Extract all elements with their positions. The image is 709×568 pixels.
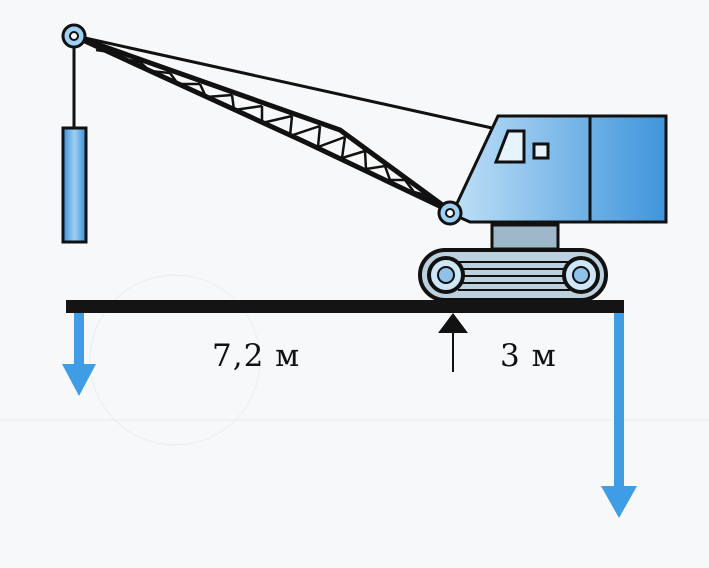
arrow-up-icon: [438, 313, 468, 372]
boom-foot-pin: [437, 200, 463, 226]
cab-window: [493, 129, 526, 164]
turntable: [490, 223, 560, 251]
lattice-boom: [72, 33, 454, 215]
background-texture: [0, 274, 709, 446]
crane-cab: [449, 114, 668, 224]
arrow-down-icon: [601, 313, 637, 518]
crawler-track: [418, 248, 608, 302]
arrow-down-icon: [62, 313, 96, 396]
hanging-load: [61, 126, 88, 244]
lever-beam: [66, 300, 624, 313]
cab-small-window: [532, 142, 550, 160]
right-arm-length-label: 3 м: [500, 338, 557, 374]
boom-tip-pulley: [61, 23, 87, 49]
left-arm-length-label: 7,2 м: [212, 338, 301, 374]
boom-pendant-cable: [75, 34, 493, 130]
